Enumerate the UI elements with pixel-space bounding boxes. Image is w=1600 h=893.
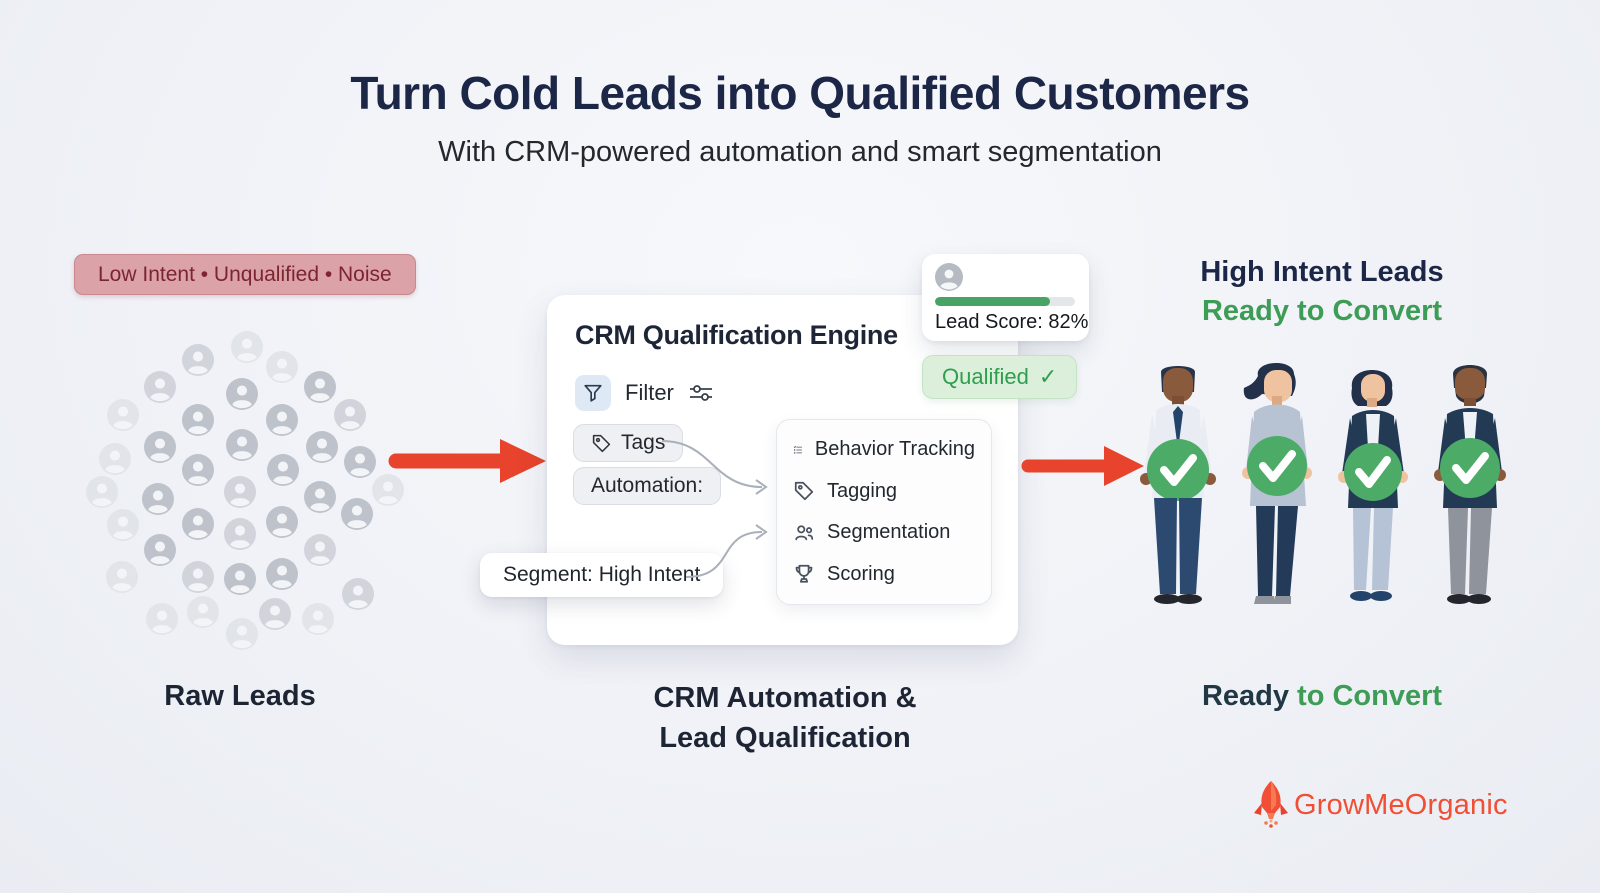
- brand-name: GrowMeOrganic: [1294, 788, 1508, 821]
- high-intent-line1: High Intent Leads: [1200, 256, 1444, 288]
- high-intent-line2: Ready to Convert: [1201, 295, 1443, 327]
- lead-avatar-icon: [226, 618, 258, 650]
- lead-avatar-icon: [266, 506, 298, 538]
- lead-score-label: Lead Score: 82%: [935, 311, 1089, 333]
- lead-avatar-icon: [144, 431, 176, 463]
- to-convert-words: to Convert: [1288, 680, 1443, 712]
- low-intent-badge: Low Intent • Unqualified • Noise: [74, 254, 416, 295]
- feature-card: Behavior Tracking Tagging Segmentation: [776, 419, 992, 605]
- engine-title: CRM Qualification Engine: [575, 320, 898, 350]
- tag-icon: [592, 434, 611, 452]
- lead-score-progress: [935, 297, 1075, 306]
- crm-automation-label: CRM Automation & Lead Qualification: [555, 678, 1015, 758]
- feature-behavior-tracking[interactable]: Behavior Tracking: [793, 438, 975, 461]
- filter-label: Filter: [625, 380, 674, 405]
- lead-avatar-icon: [86, 476, 118, 508]
- lead-avatar-icon: [306, 431, 338, 463]
- lead-avatar-icon: [107, 509, 139, 541]
- lead-avatar-icon: [182, 454, 214, 486]
- crm-engine-card: CRM Qualification Engine Filter Tags Aut…: [480, 295, 1018, 645]
- tag-icon: [794, 482, 814, 501]
- checklist-icon: [793, 445, 803, 454]
- lead-avatar-icon: [144, 534, 176, 566]
- lead-avatar-icon: [146, 603, 178, 635]
- lead-avatar-icon: [182, 508, 214, 540]
- lead-avatar-icon: [224, 563, 256, 595]
- trophy-icon: [795, 565, 813, 584]
- qualified-badge: Qualified ✓: [922, 355, 1078, 399]
- lead-score-fill: [935, 297, 1050, 306]
- lead-avatar-icon: [341, 498, 373, 530]
- lead-avatar-icon: [182, 561, 214, 593]
- automation-chip-label: Automation:: [591, 474, 704, 497]
- lead-avatar-icon: [267, 454, 299, 486]
- lead-score-card: Lead Score: 82%: [922, 254, 1089, 341]
- feature-label: Tagging: [827, 479, 898, 502]
- lead-avatar-icon: [99, 443, 131, 475]
- lead-avatar-icon: [334, 399, 366, 431]
- raw-leads-crowd: [70, 322, 410, 652]
- lead-avatar-icon: [266, 558, 298, 590]
- lead-avatar-icon: [224, 518, 256, 550]
- lead-avatar-icon: [107, 399, 139, 431]
- lead-avatar-icon: [304, 481, 336, 513]
- person-illustration: [1338, 370, 1408, 601]
- flow-arrow-left: [388, 439, 546, 483]
- filter-row[interactable]: Filter: [575, 375, 714, 411]
- sliders-icon[interactable]: [688, 381, 714, 405]
- lead-avatar-icon: [144, 371, 176, 403]
- ready-to-convert-label: Ready to Convert: [1142, 680, 1502, 713]
- lead-avatar-icon: [187, 596, 219, 628]
- feature-scoring[interactable]: Scoring: [793, 563, 975, 586]
- lead-avatar-icon: [231, 331, 263, 363]
- lead-avatar-icon: [182, 404, 214, 436]
- lead-avatar-icon: [259, 598, 291, 630]
- ready-word: Ready: [1201, 680, 1289, 712]
- people-group-icon: [795, 525, 814, 541]
- lead-avatar-icon: [372, 474, 404, 506]
- qualified-text: Qualified: [942, 364, 1029, 389]
- page-title: Turn Cold Leads into Qualified Customers: [350, 67, 1250, 119]
- page-subtitle: With CRM-powered automation and smart se…: [438, 136, 1162, 168]
- lead-avatar-icon: [304, 534, 336, 566]
- tags-chip[interactable]: Tags: [573, 424, 684, 462]
- lead-avatar-icon: [224, 476, 256, 508]
- qualified-people: [1128, 358, 1518, 610]
- person-illustration: [1140, 366, 1216, 604]
- feature-label: Behavior Tracking: [814, 438, 975, 460]
- feature-label: Segmentation: [827, 521, 951, 544]
- lead-avatar-icon: [226, 378, 258, 410]
- lead-avatar-icon: [266, 404, 298, 436]
- lead-avatar-icon: [226, 429, 258, 461]
- raw-leads-label: Raw Leads: [164, 680, 316, 712]
- crm-automation-line1: CRM Automation &: [653, 682, 917, 714]
- feature-tagging[interactable]: Tagging: [793, 480, 975, 503]
- person-illustration: [1434, 365, 1506, 604]
- person-illustration: [1242, 362, 1312, 604]
- lead-avatar-icon: [266, 351, 298, 383]
- lead-avatar-icon: [182, 344, 214, 376]
- rocket-icon: [1254, 781, 1288, 828]
- high-intent-heading: High Intent Leads Ready to Convert: [1142, 256, 1502, 328]
- segment-label: Segment: High Intent: [503, 563, 701, 586]
- avatar-icon: [935, 263, 963, 291]
- lead-avatar-icon: [302, 603, 334, 635]
- tags-chip-label: Tags: [621, 431, 666, 454]
- flow-arrow-right: [1021, 446, 1144, 486]
- crm-automation-line2: Lead Qualification: [659, 722, 911, 754]
- lead-avatar-icon: [106, 561, 138, 593]
- automation-chip[interactable]: Automation:: [573, 467, 722, 505]
- check-icon: ✓: [1038, 364, 1058, 389]
- brand-logo[interactable]: GrowMeOrganic: [1251, 779, 1508, 831]
- lead-avatar-icon: [304, 371, 336, 403]
- feature-segmentation[interactable]: Segmentation: [793, 521, 975, 544]
- lead-avatar-icon: [142, 483, 174, 515]
- feature-label: Scoring: [827, 562, 895, 585]
- lead-avatar-icon: [342, 578, 374, 610]
- lead-avatar-icon: [344, 446, 376, 478]
- segment-card[interactable]: Segment: High Intent: [480, 553, 724, 597]
- funnel-icon: [575, 375, 611, 411]
